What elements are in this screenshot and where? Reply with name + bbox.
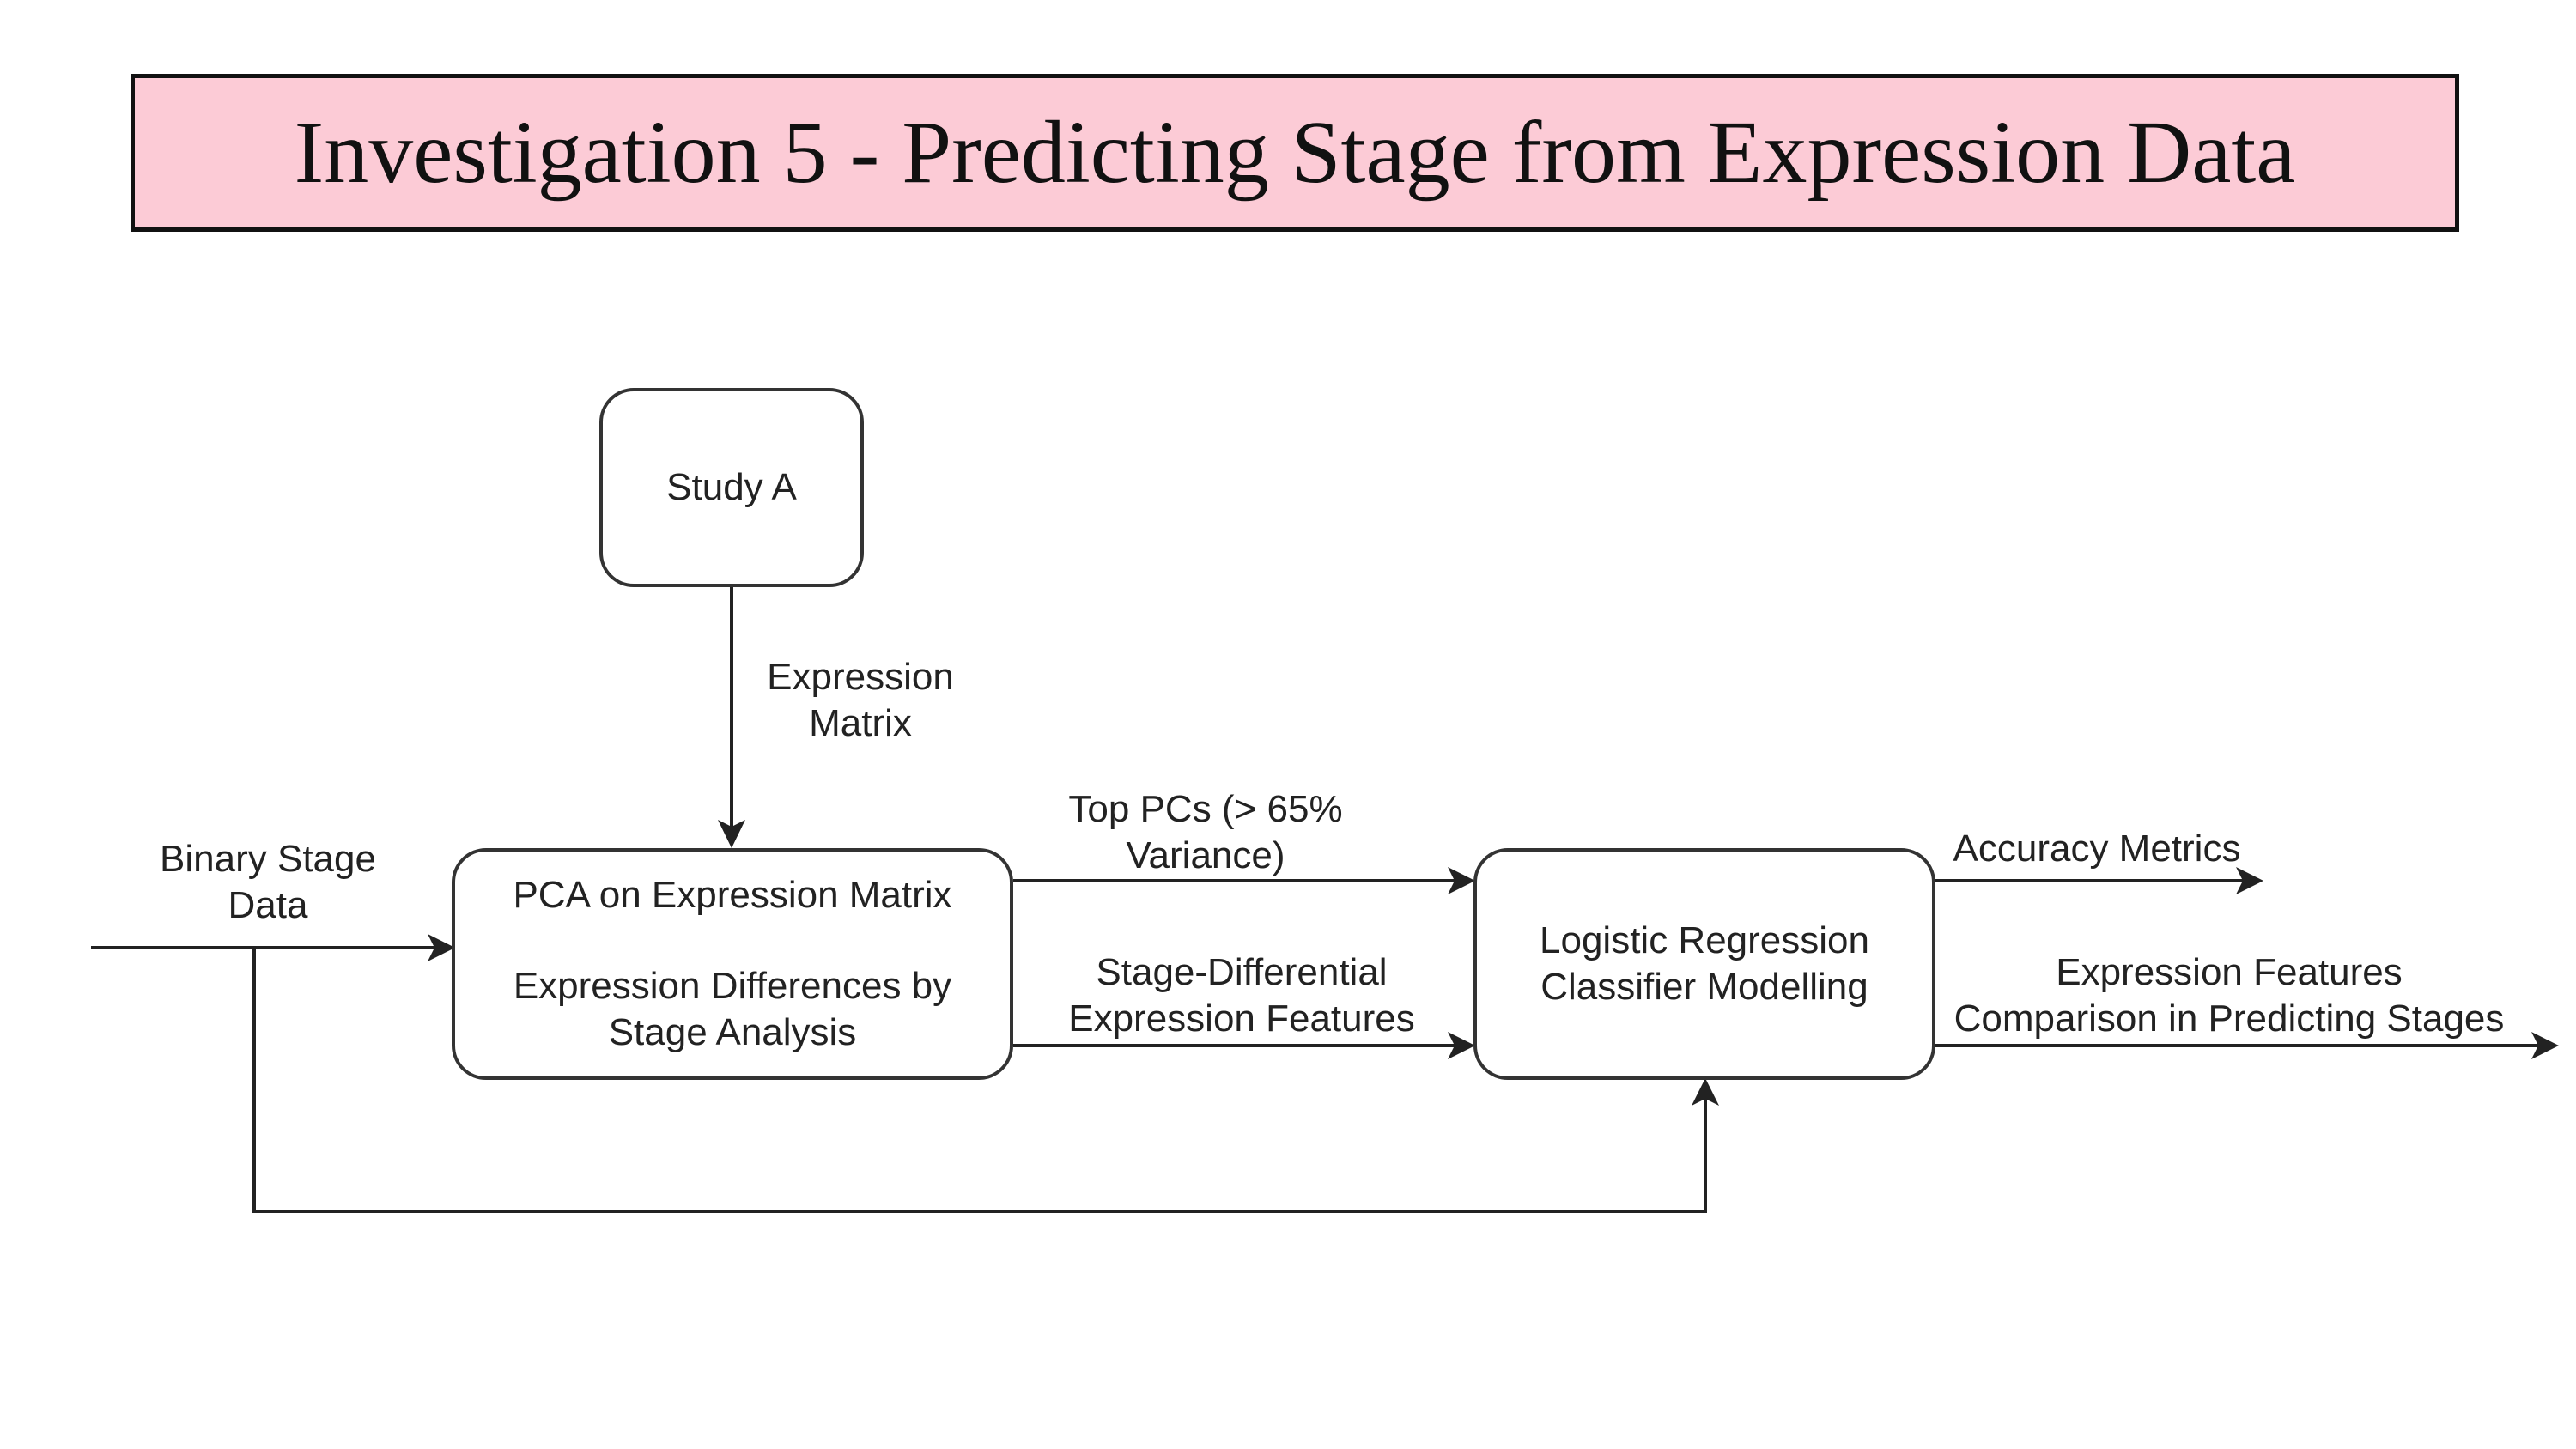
node-pca: PCA on Expression Matrix Expression Diff… [452, 848, 1013, 1080]
arrowhead-accuracy-metrics [2236, 867, 2263, 894]
label-stage-differential: Stage-Differential Expression Features [1068, 951, 1415, 1040]
arrowhead-study-to-pca [718, 820, 745, 848]
node-logreg-line1: Logistic Regression [1540, 919, 1869, 962]
node-study-a: Study A [599, 388, 864, 587]
label-accuracy-metrics: Accuracy Metrics [1953, 828, 2241, 870]
node-logistic-regression: Logistic Regression Classifier Modelling [1473, 848, 1935, 1080]
label-top-pcs: Top PCs (> 65% Variance) [1068, 788, 1343, 876]
arrowhead-features-comparison [2531, 1032, 2559, 1059]
arrowhead-binary-to-pca [428, 934, 455, 961]
node-pca-title: PCA on Expression Matrix [513, 874, 952, 917]
node-study-a-label: Study A [666, 466, 797, 509]
edge-binary-feedback [252, 948, 1707, 1213]
arrowhead-stage-differential [1448, 1032, 1475, 1059]
label-binary-stage-data: Binary Stage Data [160, 838, 376, 926]
label-expression-matrix: Expression Matrix [767, 656, 954, 744]
label-expression-features-comparison: Expression Features Comparison in Predic… [1953, 951, 2505, 1040]
arrowhead-top-pcs [1448, 867, 1475, 894]
node-pca-analysis-line1: Expression Differences by [513, 965, 952, 1008]
arrowhead-binary-to-logreg [1692, 1078, 1719, 1106]
page-title: Investigation 5 - Predicting Stage from … [294, 103, 2296, 202]
node-logreg-line2: Classifier Modelling [1540, 966, 1868, 1008]
node-pca-analysis-line2: Stage Analysis [608, 1010, 857, 1053]
title-banner: Investigation 5 - Predicting Stage from … [131, 74, 2459, 232]
